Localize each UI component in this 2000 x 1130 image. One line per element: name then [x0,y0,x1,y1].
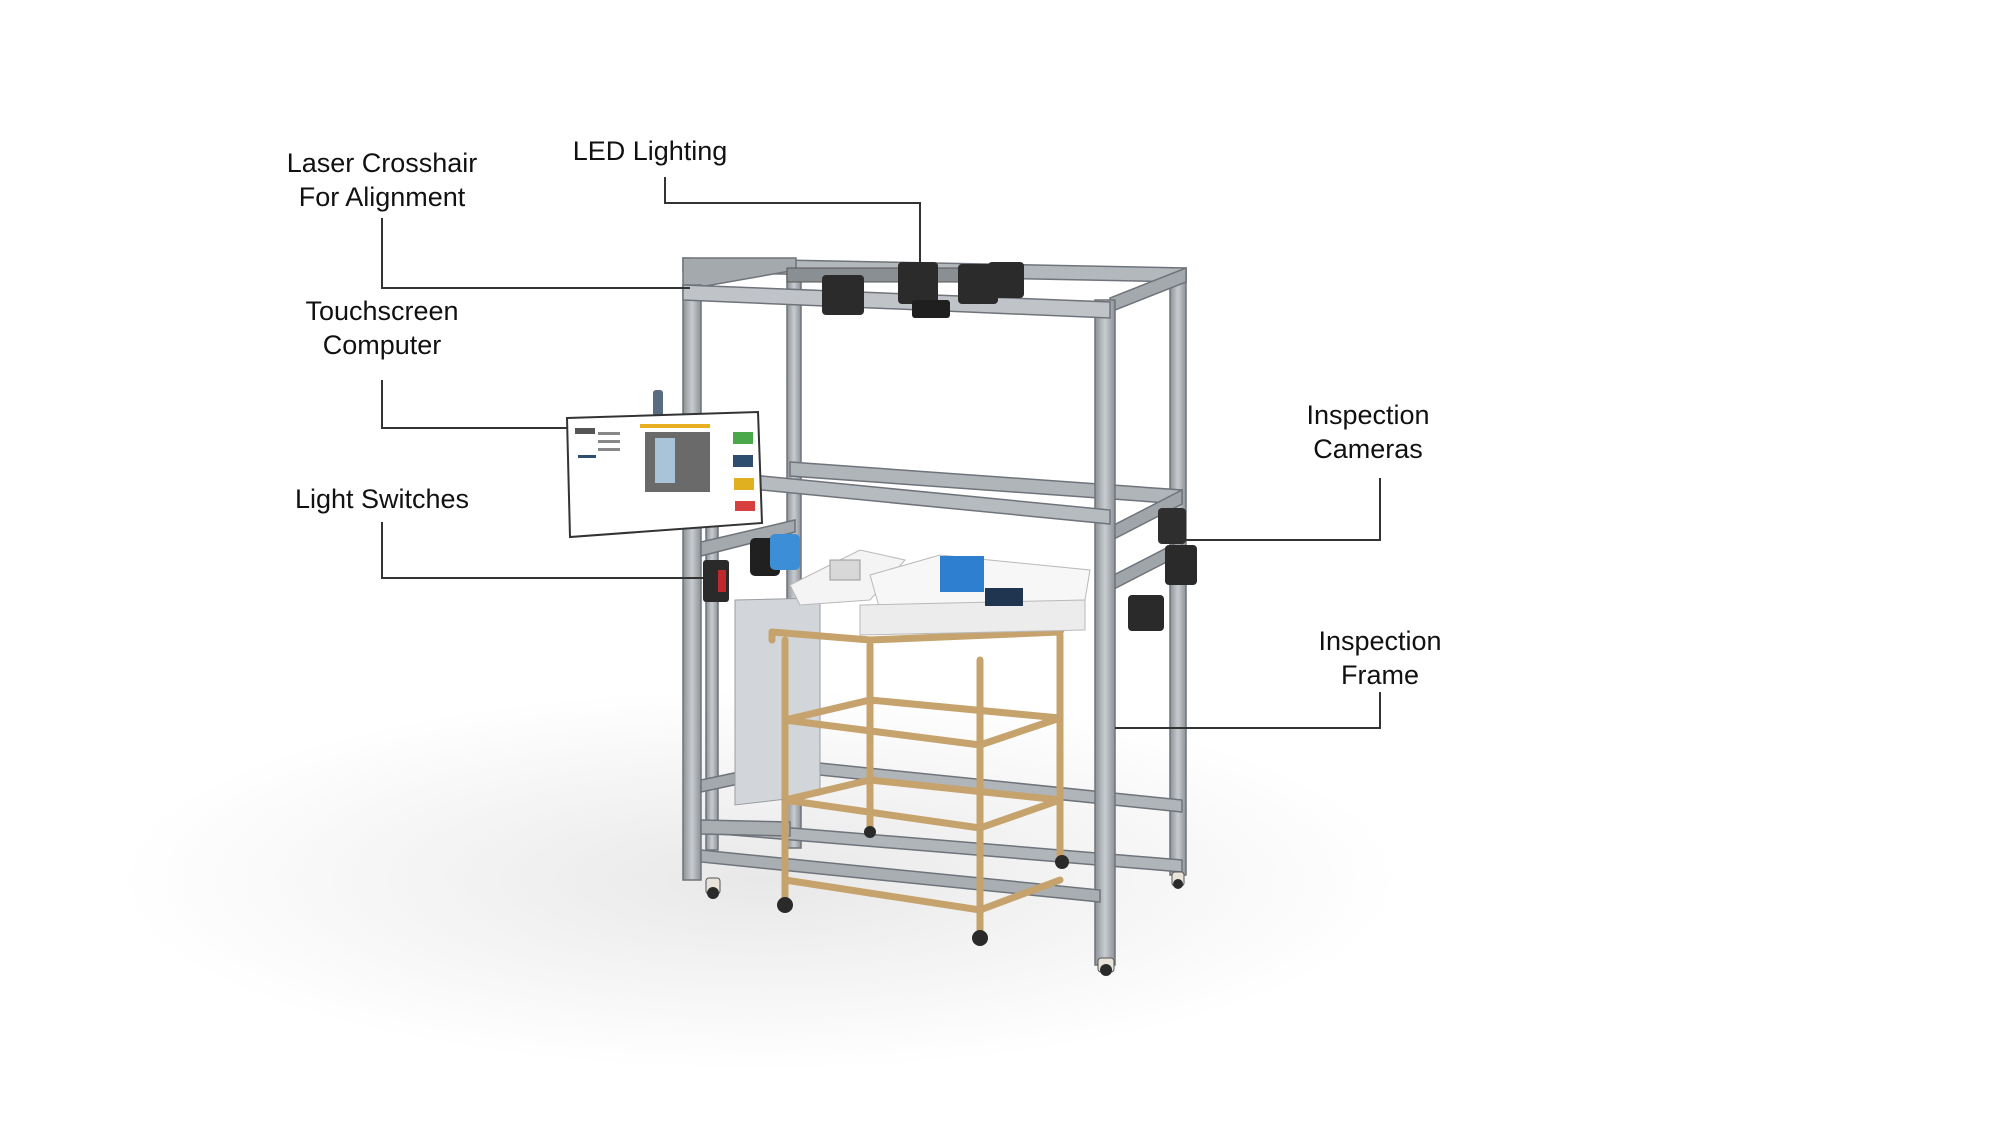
leader-touchscreen [381,380,567,429]
light-switches [703,534,800,602]
label-light-switches: Light Switches [262,482,502,516]
label-laser-crosshair: Laser Crosshair For Alignment [262,146,502,214]
frame-casters [705,871,1185,976]
label-inspection-frame: Inspection Frame [1270,624,1490,692]
label-cameras-line1: Inspection [1306,400,1430,430]
led-lighting [786,262,1024,318]
cart-casters [777,826,1069,946]
floor-shadow [120,690,1400,1070]
leader-switches [381,522,703,579]
parts-trays [789,549,1091,636]
leader-cameras [1186,478,1381,541]
label-laser-line1: Laser Crosshair [286,148,478,178]
leader-lines [381,177,1381,729]
leader-laser [381,218,690,289]
label-touchscreen-computer: Touchscreen Computer [262,294,502,362]
leader-frame [1115,692,1381,729]
wooden-cart [768,616,1071,939]
label-switches-line1: Light Switches [294,484,470,514]
label-cameras-line2: Cameras [1313,434,1423,464]
leader-led [664,177,921,262]
label-led-line1: LED Lighting [572,136,728,166]
label-led-lighting: LED Lighting [540,134,760,168]
inspection-cameras [1128,508,1197,631]
label-laser-line2: For Alignment [298,182,466,212]
label-touchscreen-line2: Computer [322,330,442,360]
label-frame-line2: Frame [1340,660,1419,690]
label-inspection-cameras: Inspection Cameras [1258,398,1478,466]
touchscreen-computer [565,390,764,539]
label-touchscreen-line1: Touchscreen [305,296,459,326]
label-frame-line1: Inspection [1318,626,1442,656]
